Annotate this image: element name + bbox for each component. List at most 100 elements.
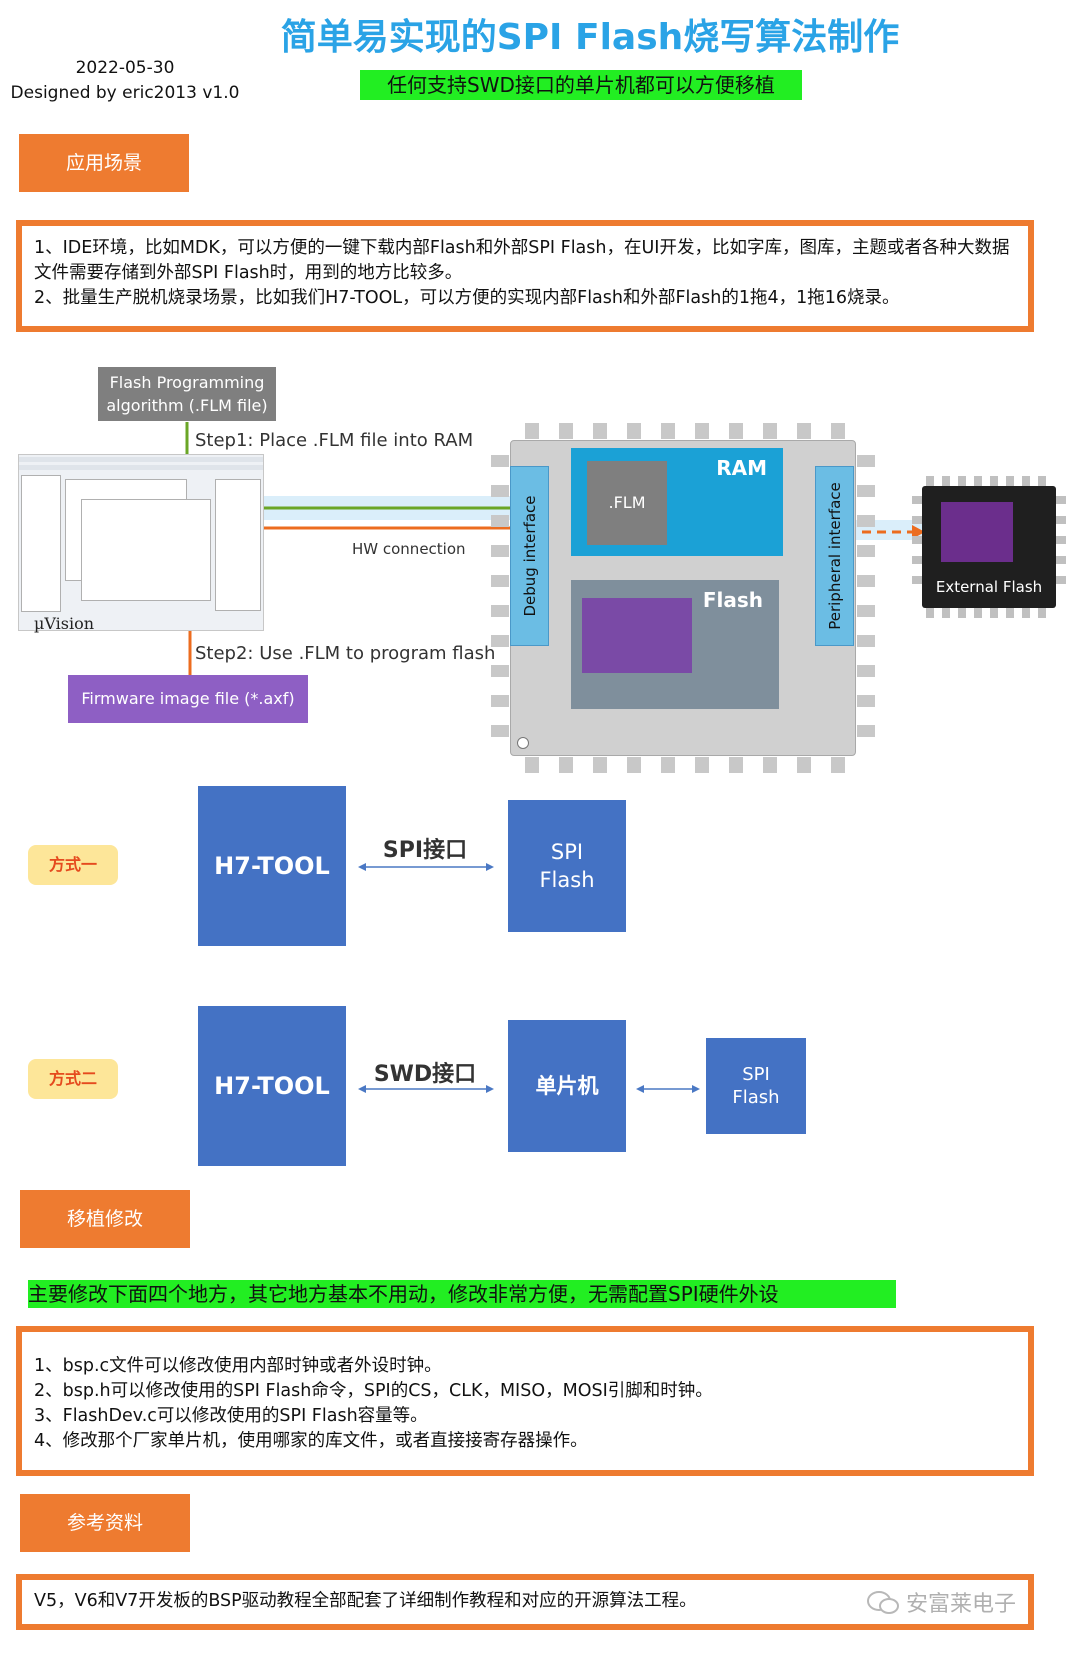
chip-pin-left [491, 635, 509, 647]
chip-pin-top [661, 423, 675, 439]
chip-pin-top [593, 423, 607, 439]
chip-pin-right [857, 665, 875, 677]
porting-highlight: 主要修改下面四个地方，其它地方基本不用动，修改非常方便，无需配置SPI硬件外设 [28, 1280, 896, 1308]
debug-interface: Debug interface [510, 466, 549, 646]
porting-line-2: 2、bsp.h可以修改使用的SPI Flash命令，SPI的CS，CLK，MIS… [34, 1381, 713, 1401]
method2-spi-flash-box: SPI Flash [706, 1038, 806, 1134]
section-tag-reference: 参考资料 [20, 1494, 190, 1552]
chip-pin-bottom [525, 757, 539, 773]
chip-pin-right [857, 455, 875, 467]
method1-interface-label: SPI接口 [382, 838, 468, 863]
watermark-text: 安富莱电子 [906, 1592, 1017, 1617]
chip-pin-left [491, 575, 509, 587]
date-text: 2022-05-30 [75, 58, 175, 78]
method2-spi-flash-line-2: Flash [732, 1087, 780, 1108]
algorithm-tag: Flash Programming algorithm (.FLM file) [98, 367, 276, 421]
chip-pin-top [525, 423, 539, 439]
step1-label: Step1: Place .FLM file into RAM [195, 430, 474, 451]
chip-pin-top [763, 423, 777, 439]
chip-pin-top [559, 423, 573, 439]
method2-arrow-2 [636, 1085, 700, 1093]
peripheral-interface-label: Peripheral interface [825, 482, 844, 630]
chip-pin-right [857, 605, 875, 617]
chip-pin1-dot [517, 737, 529, 749]
chip-pin-bottom [797, 757, 811, 773]
hw-connection-label: HW connection [352, 540, 466, 558]
external-flash-label: External Flash [935, 578, 1043, 596]
method1-spi-flash-line-1: SPI [550, 840, 584, 864]
uvision-project-panel [21, 475, 61, 612]
method2-arrow-1 [358, 1085, 494, 1093]
flm-block: .FLM [587, 461, 667, 545]
porting-box: 1、bsp.c文件可以修改使用内部时钟或者外设时钟。 2、bsp.h可以修改使用… [16, 1326, 1034, 1476]
uvision-label: µVision [34, 614, 95, 633]
flash-label: Flash [702, 588, 763, 612]
chip-pin-right [857, 485, 875, 497]
chip-pin-bottom [559, 757, 573, 773]
chip-pin-left [491, 515, 509, 527]
chip-pin-left [491, 485, 509, 497]
uvision-toolbar [19, 465, 263, 470]
method2-interface-label: SWD接口 [373, 1062, 477, 1087]
application-box: 1、IDE环境，比如MDK，可以方便的一键下载内部Flash和外部SPI Fla… [16, 220, 1034, 332]
chip-pin-bottom [831, 757, 845, 773]
chip-pin-top [797, 423, 811, 439]
application-line-2: 2、批量生产脱机烧录场景，比如我们H7-TOOL，可以方便的实现内部Flash和… [34, 288, 900, 308]
uvision-screenshot [18, 454, 264, 631]
page-title: 简单易实现的SPI Flash烧写算法制作 [280, 17, 900, 58]
method2-spi-flash-line-1: SPI [742, 1064, 770, 1085]
method2-mcu-box: 单片机 [508, 1020, 626, 1152]
chip-pin-right [857, 635, 875, 647]
chip-pin-bottom [695, 757, 709, 773]
chip-pin-bottom [627, 757, 641, 773]
method1-arrow [358, 863, 494, 871]
reference-box: V5，V6和V7开发板的BSP驱动教程全部配套了详细制作教程和对应的开源算法工程… [16, 1574, 1034, 1630]
flash-firmware-region [582, 598, 692, 673]
peripheral-interface: Peripheral interface [815, 466, 854, 646]
method2-tool-box: H7-TOOL [198, 1006, 346, 1166]
section-tag-porting: 移植修改 [20, 1190, 190, 1248]
porting-line-3: 3、FlashDev.c可以修改使用的SPI Flash容量等。 [34, 1406, 428, 1426]
chip-pin-bottom [729, 757, 743, 773]
chip-pin-top [729, 423, 743, 439]
ram-label: RAM [716, 456, 767, 480]
uvision-menubar [19, 457, 263, 462]
chip-pin-top [695, 423, 709, 439]
chip-pin-right [857, 575, 875, 587]
designer-text: Designed by eric2013 v1.0 [10, 83, 240, 103]
ext-arrowhead [912, 525, 925, 539]
ext-flash-pins [912, 476, 1066, 618]
porting-line-1: 1、bsp.c文件可以修改使用内部时钟或者外设时钟。 [34, 1356, 442, 1376]
chip-pin-right [857, 725, 875, 737]
algorithm-tag-line-2: algorithm (.FLM file) [106, 396, 268, 415]
method1-spi-flash-box: SPI Flash [508, 800, 626, 932]
chip-pin-top [831, 423, 845, 439]
uvision-dialog-2 [81, 499, 211, 601]
method1-tool-box: H7-TOOL [198, 786, 346, 946]
uvision-editor-panel [215, 479, 261, 611]
chip-pin-left [491, 695, 509, 707]
chip-pin-left [491, 545, 509, 557]
method1-tag: 方式一 [28, 845, 118, 885]
chip-pin-bottom [763, 757, 777, 773]
chip-pin-left [491, 605, 509, 617]
chip-pin-right [857, 695, 875, 707]
step2-label: Step2: Use .FLM to program flash [195, 643, 496, 664]
debug-interface-label: Debug interface [520, 495, 539, 617]
method1-spi-flash-line-2: Flash [539, 868, 595, 892]
external-flash-pins-svg [912, 476, 1066, 618]
subtitle-highlight: 任何支持SWD接口的单片机都可以方便移植 [360, 70, 802, 100]
section-tag-application: 应用场景 [19, 134, 189, 192]
reference-line: V5，V6和V7开发板的BSP驱动教程全部配套了详细制作教程和对应的开源算法工程… [34, 1591, 697, 1611]
porting-line-4: 4、修改那个厂家单片机，使用哪家的库文件，或者直接接寄存器操作。 [34, 1431, 588, 1451]
firmware-tag: Firmware image file (*.axf) [68, 675, 308, 723]
algorithm-tag-line-1: Flash Programming [109, 373, 265, 392]
date-block: 2022-05-30 Designed by eric2013 v1.0 [0, 56, 250, 106]
application-line-1: 1、IDE环境，比如MDK，可以方便的一键下载内部Flash和外部SPI Fla… [34, 238, 1010, 283]
chip-pin-left [491, 455, 509, 467]
chip-pin-bottom [593, 757, 607, 773]
chip-pin-left [491, 725, 509, 737]
wechat-icon [867, 1591, 899, 1614]
chip-pin-left [491, 665, 509, 677]
external-flash-die [941, 502, 1013, 562]
